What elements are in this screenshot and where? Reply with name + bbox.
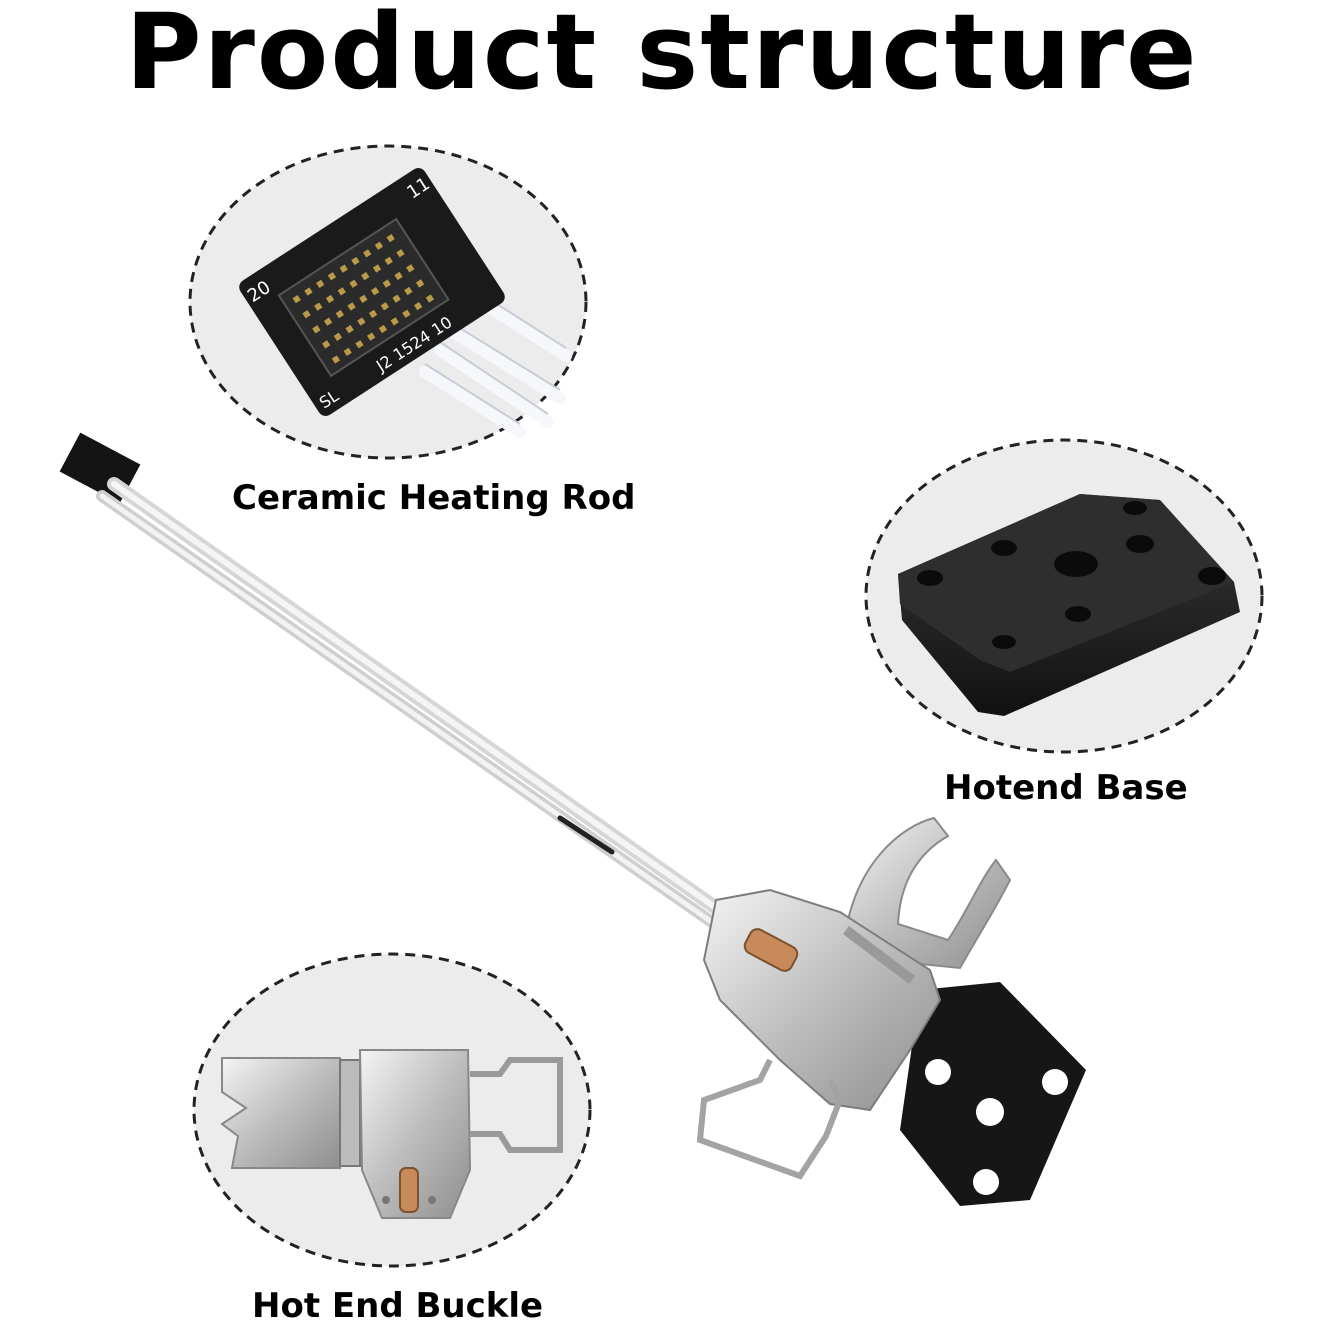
label-hotend-base: Hotend Base <box>944 768 1188 808</box>
label-ceramic-heating-rod: Ceramic Heating Rod <box>232 478 636 518</box>
heating-rod-wires <box>96 477 743 938</box>
hotend-base-block <box>898 494 1240 716</box>
buckle-part <box>220 1049 563 1219</box>
main-assembly <box>59 432 1086 1206</box>
connector-bubble: 20 11 J2 1524 10 SL <box>188 144 588 460</box>
assembly-base-plate <box>900 982 1086 1206</box>
connector-wires <box>419 294 572 438</box>
hotend-base-bubble <box>864 438 1264 754</box>
page-title: Product structure <box>125 0 1199 113</box>
label-hot-end-buckle: Hot End Buckle <box>252 1286 544 1326</box>
buckle-bubble <box>192 952 592 1268</box>
